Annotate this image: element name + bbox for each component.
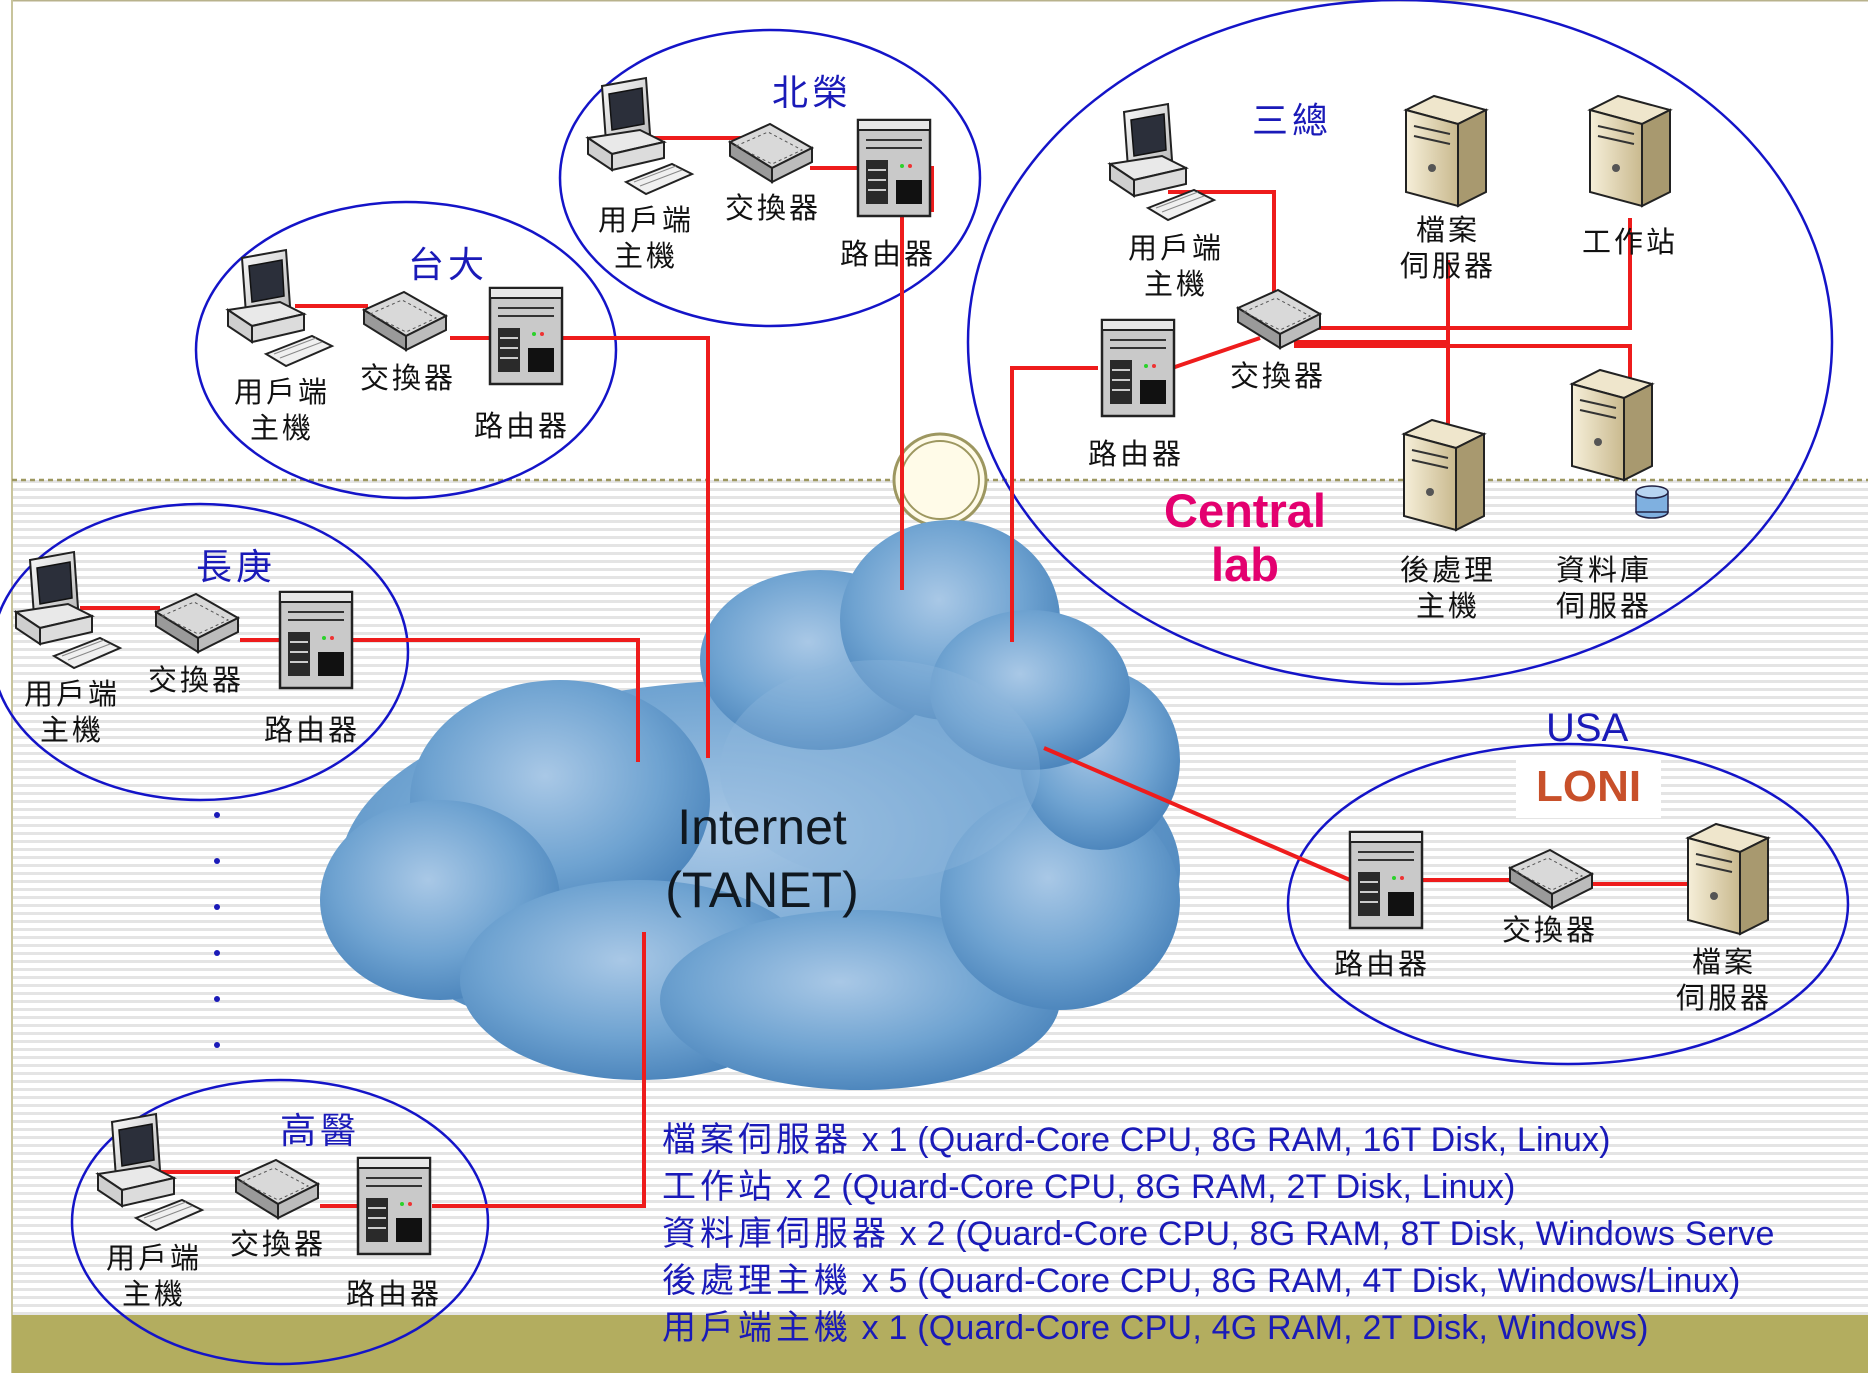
site-beirong-name: 北榮 xyxy=(772,73,853,114)
file-server-icon xyxy=(1687,823,1769,935)
client-label: 用戶端 主機 xyxy=(24,677,121,748)
switch-label: 交換器 xyxy=(360,361,457,395)
spec-line: 檔案伺服器 x 1 (Quard-Core CPU, 8G RAM, 16T D… xyxy=(662,1120,1611,1160)
ring-ornament xyxy=(892,432,988,528)
site-beirong-boundary xyxy=(558,28,982,328)
loni-label: LONI xyxy=(1516,756,1662,818)
site-changgung-name: 長庚 xyxy=(196,547,277,588)
more-sites-ellipsis xyxy=(214,812,234,1088)
switch-label: 交換器 xyxy=(1502,913,1599,947)
router-label: 路由器 xyxy=(474,409,571,443)
client-label: 用戶端 主機 xyxy=(234,375,331,446)
switch-label: 交換器 xyxy=(1230,359,1327,393)
internet-line1: Internet xyxy=(677,799,847,855)
workstation-icon xyxy=(1589,95,1671,207)
spec-line: 工作站 x 2 (Quard-Core CPU, 8G RAM, 2T Disk… xyxy=(662,1167,1516,1207)
internet-cloud xyxy=(320,520,1180,1090)
file-server-icon xyxy=(1405,95,1487,207)
router-label: 路由器 xyxy=(346,1277,443,1311)
site-usa-boundary xyxy=(1286,742,1850,1066)
spec-line: 後處理主機 x 5 (Quard-Core CPU, 8G RAM, 4T Di… xyxy=(662,1261,1741,1301)
router-icon xyxy=(1100,318,1176,418)
client-label: 用戶端 主機 xyxy=(106,1241,203,1312)
router-icon xyxy=(278,590,354,690)
spec-line: 資料庫伺服器 x 2 (Quard-Core CPU, 8G RAM, 8T D… xyxy=(662,1214,1775,1254)
site-gaoyi-boundary xyxy=(70,1078,490,1366)
site-sanzong-boundary xyxy=(966,0,1834,686)
router-label: 路由器 xyxy=(1334,947,1431,981)
router-icon xyxy=(856,118,932,218)
postproc-label: 後處理 主機 xyxy=(1400,553,1497,624)
site-taida-name: 台大 xyxy=(408,245,489,286)
network-links xyxy=(80,136,1700,1208)
router-label: 路由器 xyxy=(264,713,361,747)
router-icon xyxy=(1348,830,1424,930)
router-label: 路由器 xyxy=(1088,437,1185,471)
site-changgung-boundary xyxy=(0,502,410,802)
switch-label: 交換器 xyxy=(230,1227,327,1261)
switch-label: 交換器 xyxy=(148,663,245,697)
internet-line2: (TANET) xyxy=(665,861,859,918)
router-icon xyxy=(488,286,564,386)
db-server-label: 資料庫 伺服器 xyxy=(1556,553,1653,624)
site-sanzong-name: 三總 xyxy=(1252,101,1333,142)
file-server-label: 檔案 伺服器 xyxy=(1676,945,1773,1016)
internet-label: Internet (TANET) xyxy=(648,796,876,921)
central-lab-label: Central lab xyxy=(1164,484,1326,592)
workstation-label: 工作站 xyxy=(1582,225,1679,259)
router-icon xyxy=(356,1156,432,1256)
site-taida-boundary xyxy=(194,200,618,500)
usa-region-label: USA xyxy=(1546,706,1629,750)
client-label: 用戶端 主機 xyxy=(598,203,695,274)
postproc-host-icon xyxy=(1403,419,1485,531)
spec-line: 用戶端主機 x 1 (Quard-Core CPU, 4G RAM, 2T Di… xyxy=(662,1308,1649,1348)
olive-footer-band xyxy=(12,1315,1868,1373)
file-server-label: 檔案 伺服器 xyxy=(1400,213,1497,284)
client-label: 用戶端 主機 xyxy=(1128,231,1225,302)
site-sanzong-devices xyxy=(1100,95,1671,531)
switch-label: 交換器 xyxy=(725,191,822,225)
db-server-icon xyxy=(1571,369,1653,481)
site-gaoyi-name: 高醫 xyxy=(280,1111,361,1152)
router-label: 路由器 xyxy=(840,237,937,271)
